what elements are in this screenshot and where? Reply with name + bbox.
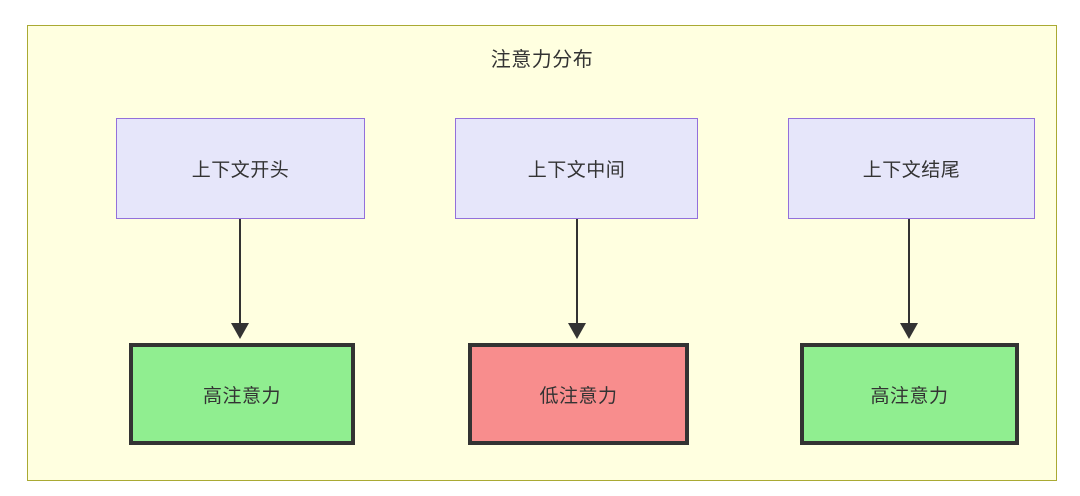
node-context-middle[interactable]: 上下文中间 [455, 118, 698, 219]
arrowhead-icon-1 [231, 323, 249, 339]
node-high-attention-start[interactable]: 高注意力 [129, 343, 355, 445]
node-context-end[interactable]: 上下文结尾 [788, 118, 1035, 219]
node-high-attention-end[interactable]: 高注意力 [800, 343, 1019, 445]
diagram-title: 注意力分布 [490, 49, 594, 71]
node-context-start[interactable]: 上下文开头 [116, 118, 365, 219]
diagram-container: 注意力分布 上下文开头 上下文中间 上下文结尾 高注意力 低注意力 高注意力 [27, 25, 1057, 481]
arrowhead-icon-3 [900, 323, 918, 339]
edge-context-middle-to-low-attention [576, 219, 578, 324]
arrowhead-icon-2 [568, 323, 586, 339]
node-low-attention-middle[interactable]: 低注意力 [468, 343, 689, 445]
edge-context-start-to-high-attention [239, 219, 241, 324]
edge-context-end-to-high-attention [908, 219, 910, 324]
